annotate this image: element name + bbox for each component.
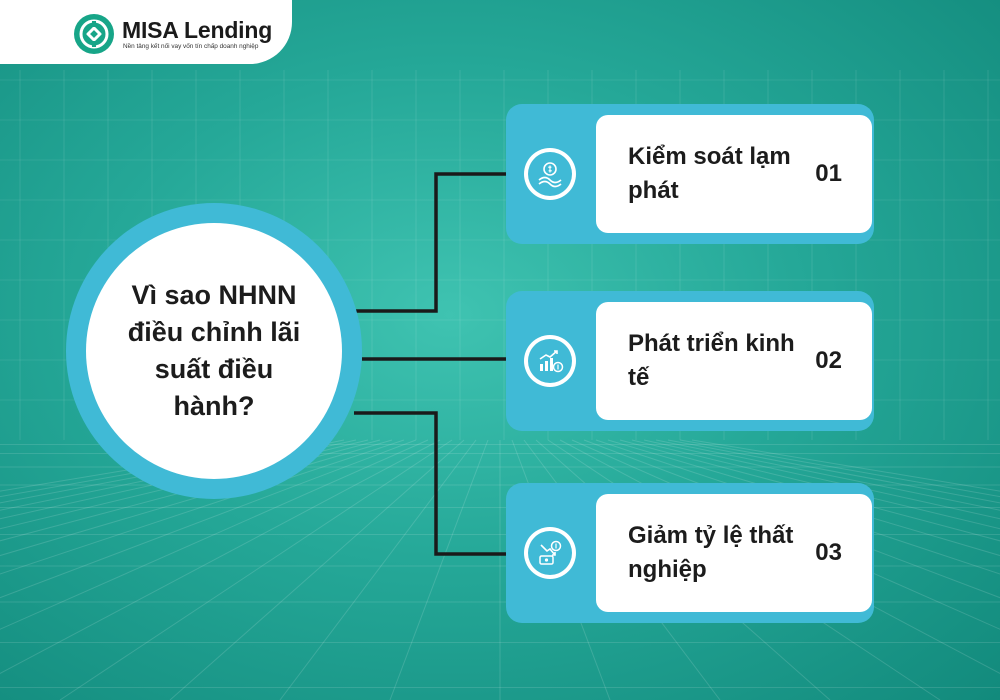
reason-text: Phát triển kinh tế <box>628 330 795 391</box>
reason-number: 01 <box>815 160 842 187</box>
grid-line <box>679 439 1000 498</box>
brand-header: MISA Lending Nền tảng kết nối vay vốn tí… <box>0 0 292 64</box>
grid-line <box>0 439 321 498</box>
icon-badge <box>524 148 576 200</box>
coin-growth-icon <box>528 152 572 196</box>
grid-line <box>169 439 465 700</box>
grid-line <box>0 439 429 630</box>
icon-badge <box>524 335 576 387</box>
reason-label-box: Kiểm soát lạm phát 01 <box>596 115 872 233</box>
grid-line <box>389 439 489 700</box>
grid-line <box>691 439 1000 492</box>
reason-label-box: Giảm tỷ lệ thất nghiệp 03 <box>596 494 872 612</box>
grid-line <box>655 439 1000 511</box>
question-text: Vì sao NHNN điều chỉnh lãi suất điều hàn… <box>127 280 301 421</box>
question-circle: Vì sao NHNN điều chỉnh lãi suất điều hàn… <box>86 223 342 479</box>
reason-text: Giảm tỷ lệ thất nghiệp <box>628 522 794 583</box>
connector-line-1 <box>354 172 528 313</box>
grid-line <box>0 439 333 504</box>
grid-line <box>0 439 309 492</box>
grid-line <box>59 439 453 700</box>
growth-chart-icon <box>528 339 572 383</box>
reason-number: 02 <box>815 347 842 374</box>
grid-line <box>0 439 417 599</box>
reason-card-1: Kiểm soát lạm phát 01 <box>506 104 874 244</box>
reason-text: Kiểm soát lạm phát <box>628 143 791 204</box>
icon-badge <box>524 527 576 579</box>
money-decline-icon <box>528 531 572 575</box>
reason-card-2: Phát triển kinh tế 02 <box>506 291 874 431</box>
brand-tagline: Nền tảng kết nối vay vốn tín chấp doanh … <box>123 43 259 50</box>
reason-number: 03 <box>815 539 842 566</box>
misa-logo-icon <box>74 14 114 54</box>
reason-card-3: Giảm tỷ lệ thất nghiệp 03 <box>506 483 874 623</box>
reason-label-box: Phát triển kinh tế 02 <box>596 302 872 420</box>
brand-name: MISA Lending <box>122 17 273 43</box>
grid-line <box>279 439 477 700</box>
connector-line-3 <box>354 411 528 556</box>
grid-line <box>0 439 345 511</box>
grid-line <box>0 439 441 675</box>
grid-line <box>667 439 1000 504</box>
